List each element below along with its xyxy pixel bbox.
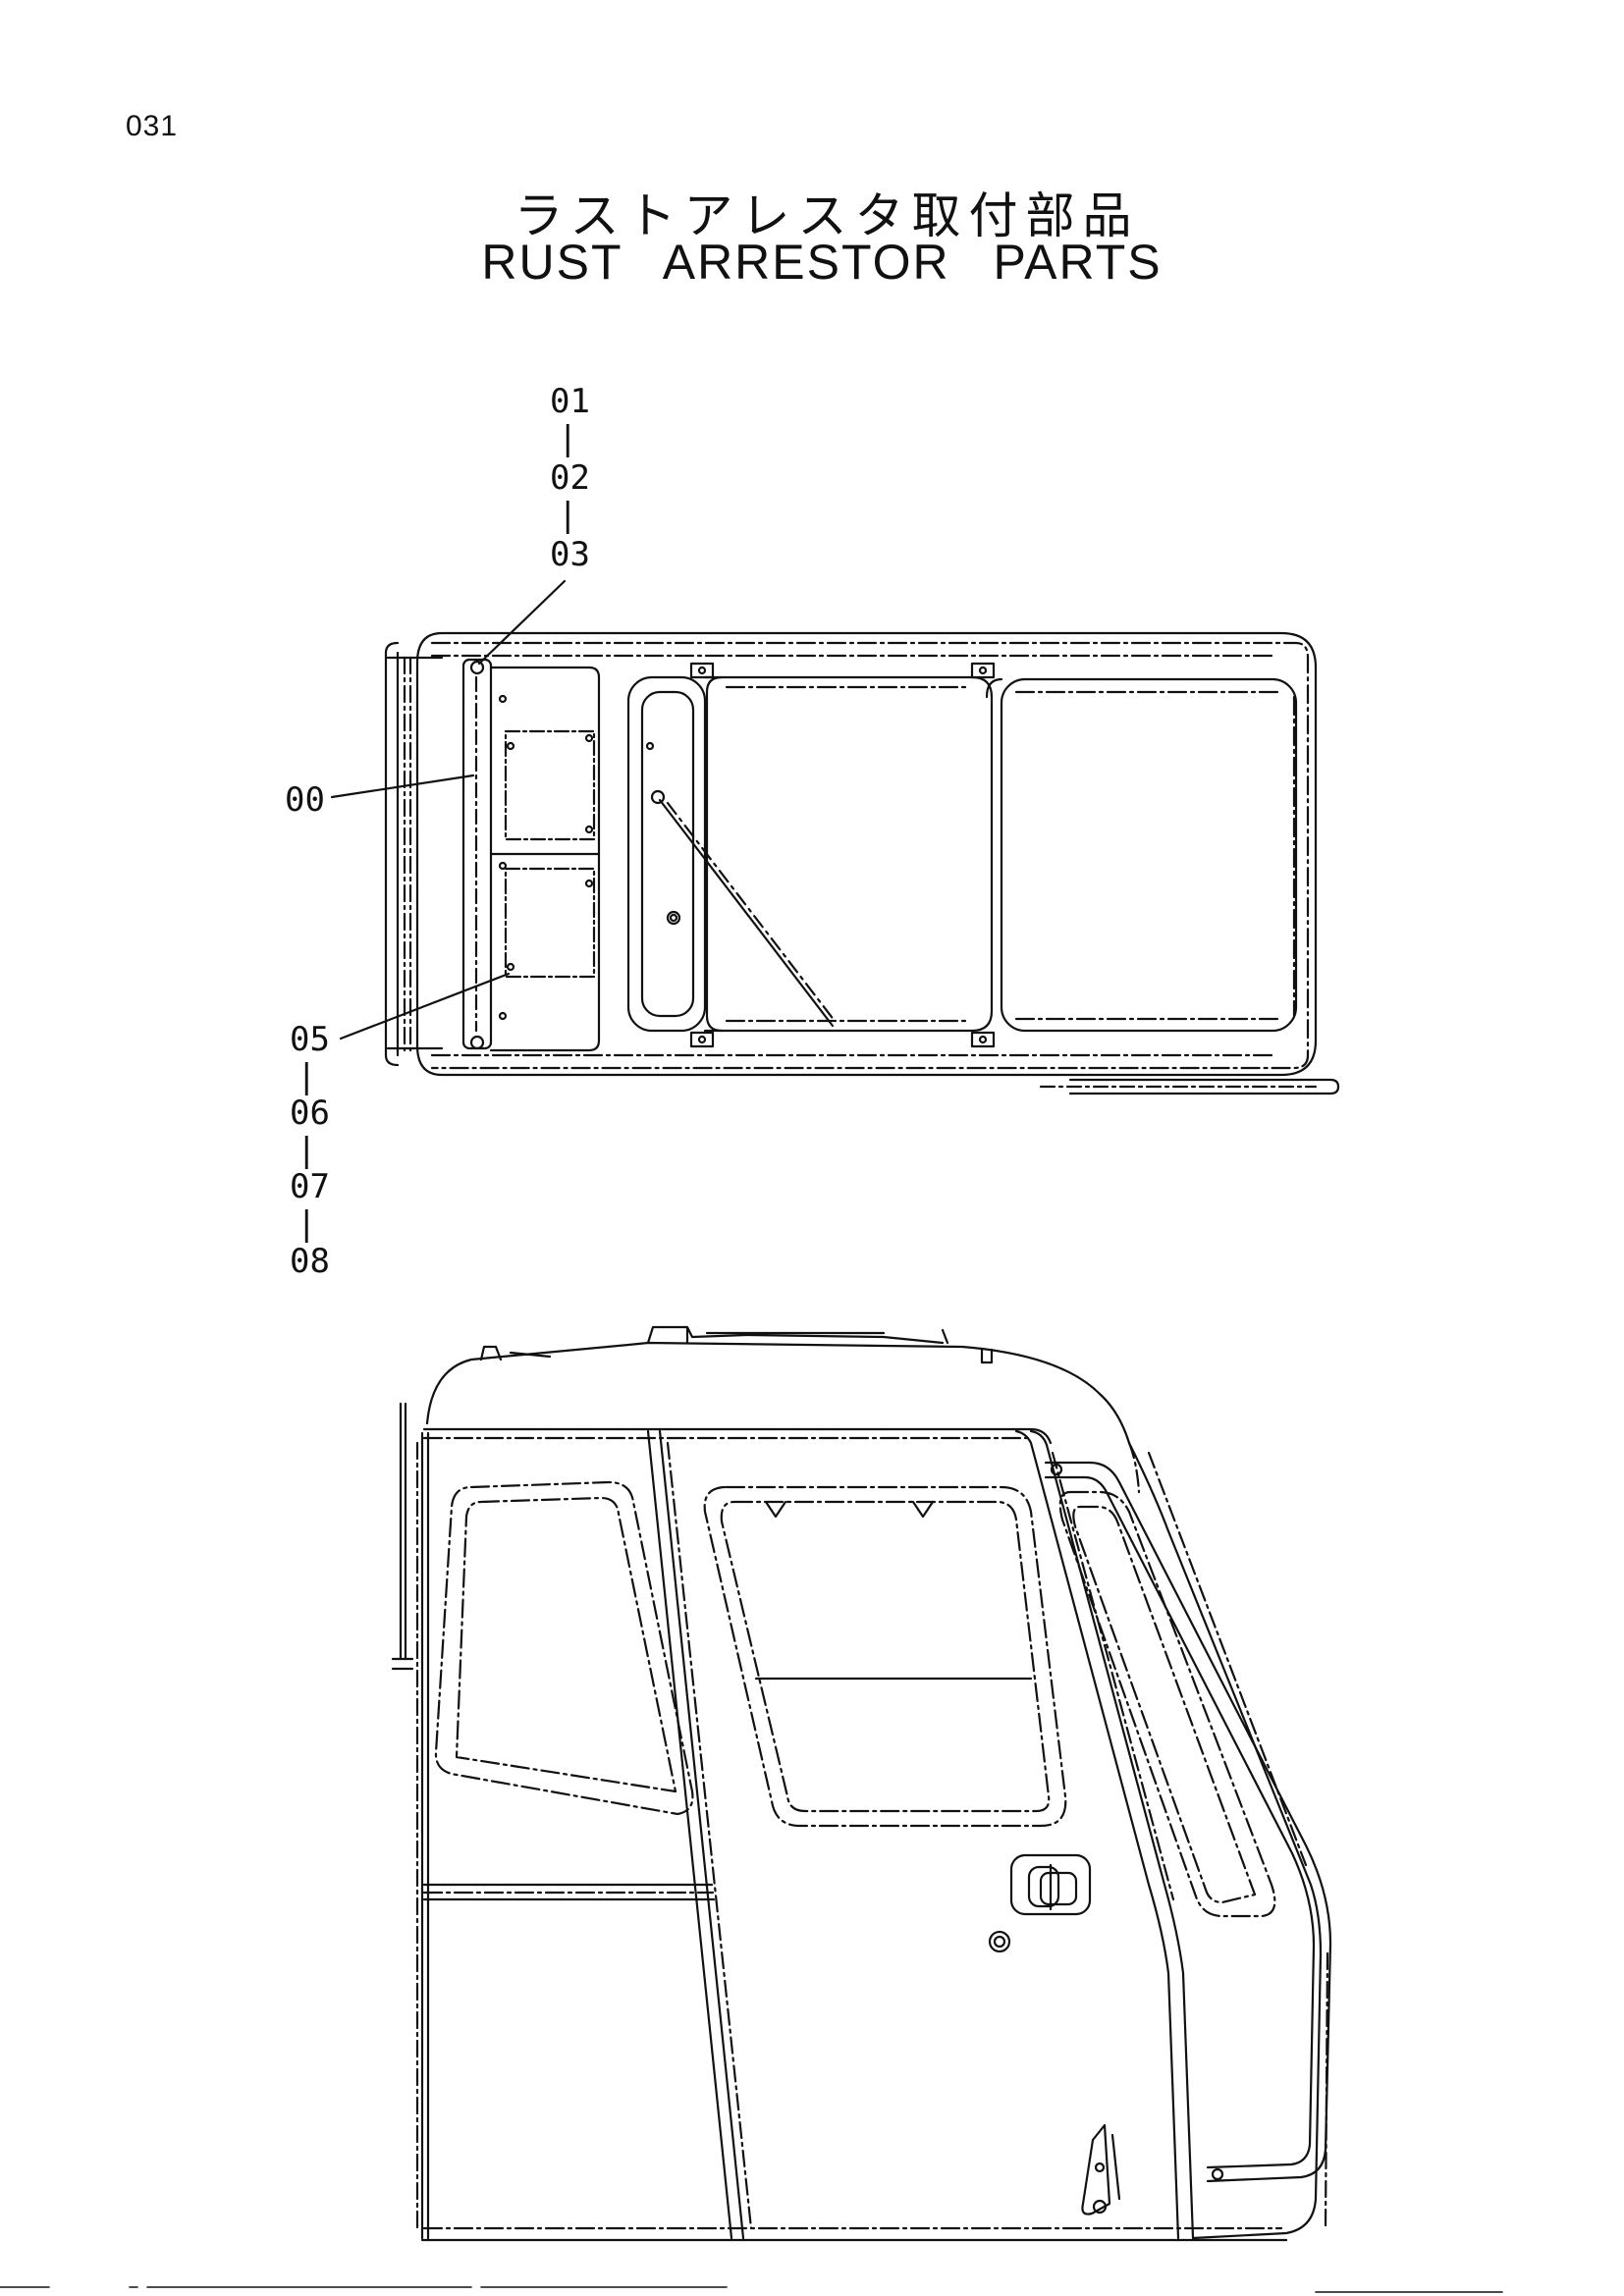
leader-00 bbox=[330, 774, 475, 799]
page-edge-marks bbox=[0, 2286, 1503, 2293]
callout-00: 00 bbox=[285, 780, 325, 820]
callout-08: 08 bbox=[290, 1242, 330, 1281]
page-number: 031 bbox=[126, 110, 179, 142]
callout-group-05-08: 05 | 06 | 07 | 08 bbox=[290, 1020, 330, 1281]
leader-05 bbox=[339, 972, 511, 1041]
page-title-english: RUST ARRESTOR PARTS bbox=[481, 235, 1163, 290]
cab-rear-lower bbox=[1127, 1441, 1323, 2240]
cab-roof-curve bbox=[425, 1341, 1131, 1445]
page-title-japanese: ラストアレスタ取付部品 bbox=[514, 187, 1140, 244]
callout-01: 01 bbox=[550, 382, 590, 421]
rust-arrestor-panel bbox=[489, 666, 601, 1052]
door-rear-pillar bbox=[1014, 1429, 1180, 2240]
roof-window-1-frame bbox=[626, 675, 707, 1033]
roof-window-2-frame bbox=[703, 675, 974, 1033]
vent-cover-upper bbox=[504, 729, 596, 841]
wiper-arm bbox=[658, 798, 835, 1028]
callout-06: 06 bbox=[290, 1094, 330, 1133]
door-handle bbox=[1009, 1853, 1092, 1916]
roof-outline bbox=[415, 631, 1318, 1077]
callout-sep-4: | bbox=[297, 1131, 316, 1170]
leader-03 bbox=[477, 579, 567, 666]
front-side-window bbox=[434, 1480, 694, 1816]
callout-02: 02 bbox=[550, 458, 590, 498]
front-mirror-stay bbox=[399, 1402, 407, 1661]
cab-front-edge bbox=[420, 1431, 430, 2240]
callout-03: 03 bbox=[550, 535, 590, 574]
roof-hatch-hardware bbox=[646, 1325, 949, 1345]
door-window bbox=[703, 1485, 1067, 1828]
roof-outline-inner-dashed bbox=[430, 654, 1278, 1057]
callout-sep-3: | bbox=[297, 1057, 316, 1096]
front-rail bbox=[384, 641, 400, 1067]
roof-outline-dashed bbox=[430, 641, 1310, 1070]
vent-cover-lower bbox=[504, 867, 596, 979]
rear-side-window bbox=[1058, 1490, 1276, 1918]
callout-sep-5: | bbox=[297, 1204, 316, 1244]
cab-side-view bbox=[391, 1325, 1332, 2242]
roof-window-3-frame bbox=[1000, 677, 1298, 1033]
callout-sep-1: | bbox=[558, 419, 577, 458]
belt-line bbox=[422, 1883, 716, 1901]
callout-sep-2: | bbox=[558, 496, 577, 535]
rear-rod bbox=[1068, 1078, 1340, 1095]
callout-group-01-03: 01 | 02 | 03 bbox=[550, 382, 590, 574]
front-rail-dashed bbox=[403, 656, 412, 1052]
door-front-pillar bbox=[646, 1429, 745, 2240]
door-lock bbox=[988, 1930, 1011, 1953]
callout-05: 05 bbox=[290, 1020, 330, 1059]
door-catch bbox=[1081, 2123, 1111, 2216]
roof-rim bbox=[422, 1427, 1053, 1445]
rear-handrail bbox=[1044, 1461, 1332, 2183]
cab-top-view bbox=[330, 579, 1340, 1095]
callout-07: 07 bbox=[290, 1167, 330, 1206]
